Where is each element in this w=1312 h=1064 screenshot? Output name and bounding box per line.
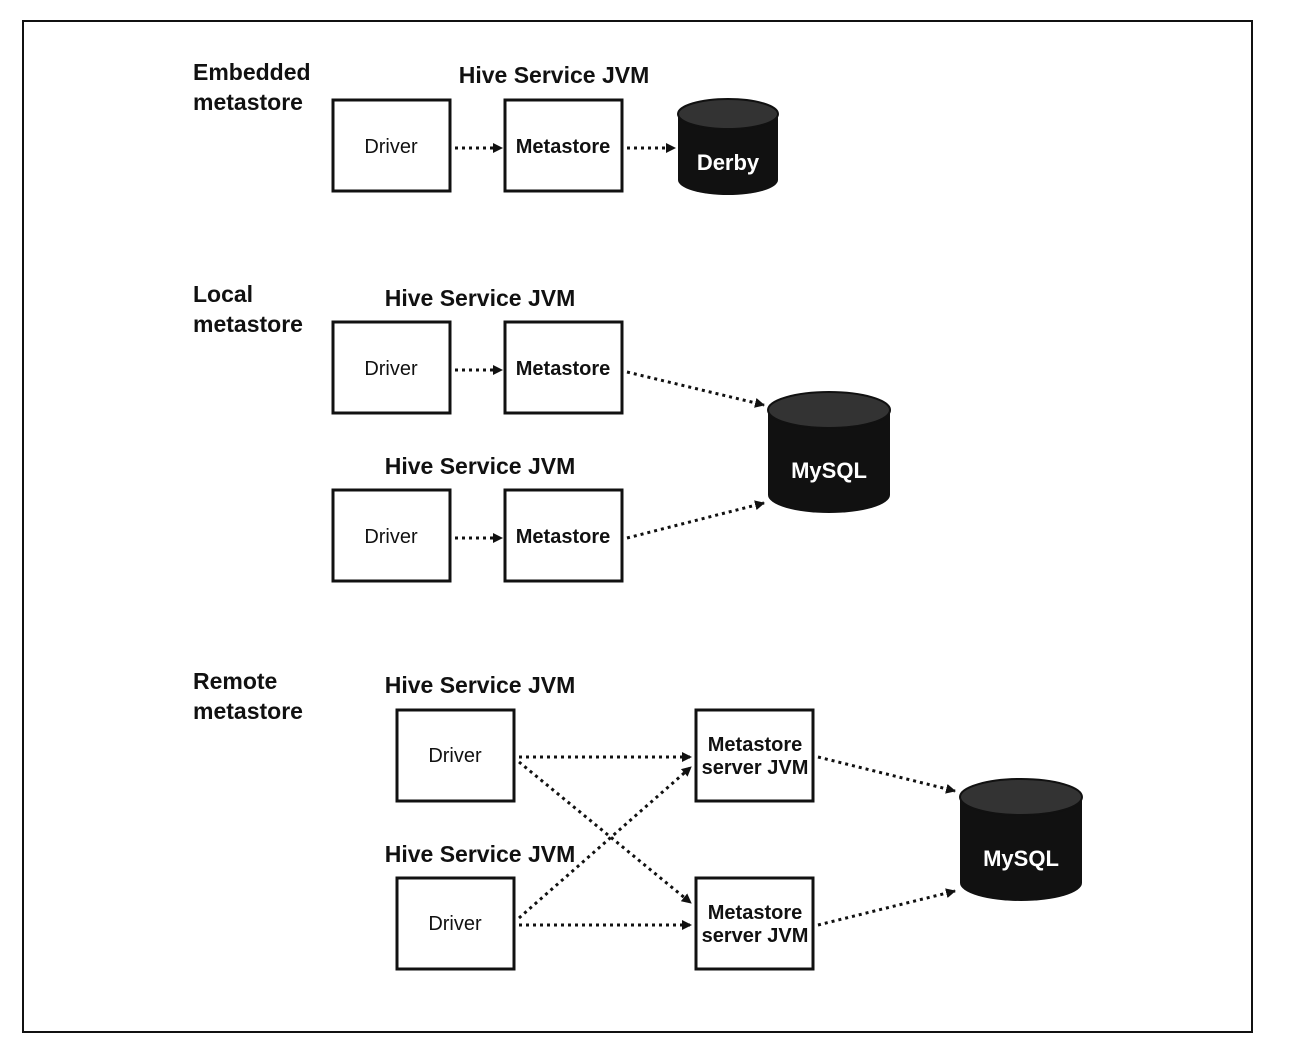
embedded-label-line2: metastore: [193, 89, 303, 115]
remote-driver1-label: Driver: [428, 745, 482, 767]
embedded-metastore-box: [503, 98, 624, 193]
remote-server2-box: [694, 876, 815, 971]
figure-frame: [22, 20, 1253, 1033]
embedded-section: Embedded metastore Hive Service JVM Driv…: [193, 59, 779, 195]
derby-label: Derby: [697, 150, 760, 175]
local-section: Local metastore Hive Service JVM Driver …: [193, 281, 891, 583]
remote-mysql-database-icon: [959, 778, 1083, 901]
embedded-metastore-label: Metastore: [516, 136, 610, 158]
remote-server1-label-line1: Metastore: [708, 734, 802, 756]
local-driver2-box: [331, 488, 452, 583]
local-metastore1-label: Metastore: [516, 358, 610, 380]
local-metastore2-box: [503, 488, 624, 583]
local-metastore1-box: [503, 320, 624, 415]
remote-server2-to-mysql-arrow: [817, 888, 956, 927]
remote-driver2-box: [395, 876, 516, 971]
remote-mysql-label: MySQL: [983, 846, 1059, 871]
local-metastore2-to-mysql-arrow: [626, 500, 765, 540]
remote-jvm2-label: Hive Service JVM: [385, 841, 576, 867]
remote-server2-label-line1: Metastore: [708, 902, 802, 924]
local-driver1-box: [331, 320, 452, 415]
remote-server2-label-line2: server JVM: [702, 925, 809, 947]
local-mysql-database-icon: [767, 391, 891, 513]
embedded-driver-box: [331, 98, 452, 193]
embedded-label-line1: Embedded: [193, 59, 311, 85]
remote-label-line2: metastore: [193, 698, 303, 724]
local-mysql-label: MySQL: [791, 458, 867, 483]
embedded-jvm-label: Hive Service JVM: [459, 62, 650, 88]
remote-driver2-to-server1-arrow: [518, 765, 692, 920]
remote-section: Remote metastore Hive Service JVM Driver…: [193, 668, 1083, 971]
remote-driver1-to-server2-arrow: [518, 760, 692, 905]
local-jvm1-label: Hive Service JVM: [385, 285, 576, 311]
local-jvm2-label: Hive Service JVM: [385, 453, 576, 479]
local-driver1-label: Driver: [364, 358, 418, 380]
embedded-driver-label: Driver: [364, 136, 418, 158]
remote-driver2-label: Driver: [428, 913, 482, 935]
local-label-line1: Local: [193, 281, 253, 307]
local-label-line2: metastore: [193, 311, 303, 337]
local-metastore2-label: Metastore: [516, 526, 610, 548]
local-driver2-label: Driver: [364, 526, 418, 548]
remote-server1-label-line2: server JVM: [702, 757, 809, 779]
remote-jvm1-label: Hive Service JVM: [385, 672, 576, 698]
local-metastore1-to-mysql-arrow: [626, 370, 765, 408]
remote-driver1-box: [395, 708, 516, 803]
remote-label-line1: Remote: [193, 668, 277, 694]
derby-database-icon: [677, 98, 779, 195]
remote-server1-box: [694, 708, 815, 803]
remote-server1-to-mysql-arrow: [817, 755, 956, 794]
